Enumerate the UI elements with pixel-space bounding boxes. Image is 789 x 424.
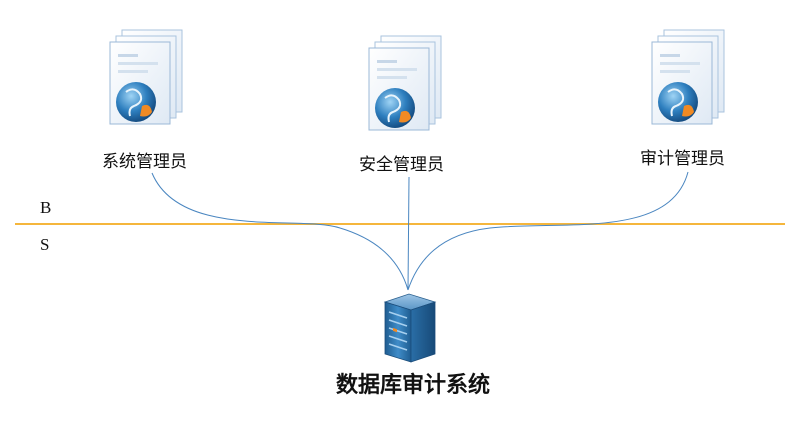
connector-audit-admin	[407, 171, 689, 291]
audit-admin-label: 审计管理员	[640, 149, 725, 169]
security-admin-label: 安全管理员	[359, 155, 444, 175]
admin-console-icon	[651, 29, 725, 125]
admin-console-icon	[109, 29, 183, 125]
server-rack-icon	[383, 293, 437, 363]
admin-console-icon	[368, 35, 442, 131]
connector-security-admin	[407, 176, 410, 291]
connector-system-admin	[151, 172, 409, 291]
zone-label-lower: S	[40, 235, 50, 254]
system-admin-label: 系统管理员	[102, 152, 187, 172]
server-label: 数据库审计系统	[336, 373, 491, 398]
zone-label-upper: B	[40, 198, 52, 217]
